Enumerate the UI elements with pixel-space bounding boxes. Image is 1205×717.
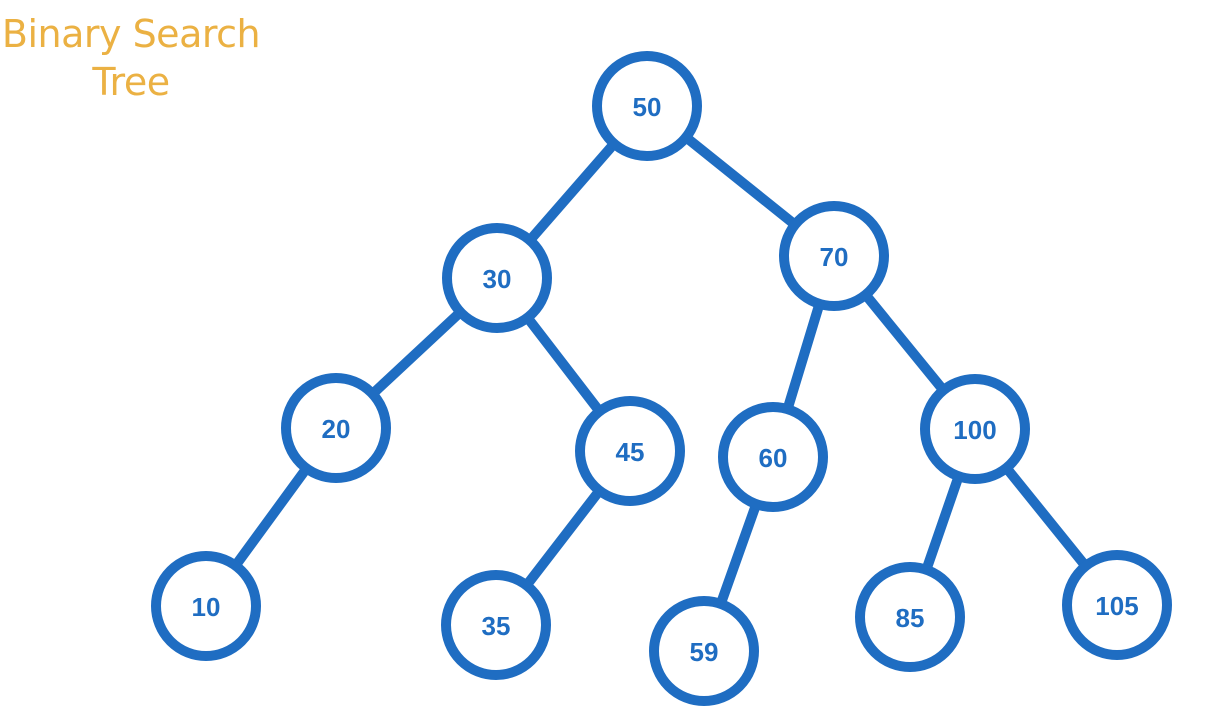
diagram-title: Binary Search Tree	[0, 10, 262, 106]
tree-node-50: 50	[592, 51, 702, 161]
tree-node-45: 45	[575, 396, 685, 506]
tree-node-10: 10	[151, 551, 261, 661]
node-circle	[779, 201, 889, 311]
tree-node-100: 100	[920, 374, 1030, 484]
node-label: 45	[616, 437, 645, 467]
tree-node-105: 105	[1062, 550, 1172, 660]
tree-node-59: 59	[649, 596, 759, 706]
node-circle	[718, 402, 828, 512]
node-circle	[575, 396, 685, 506]
node-label: 100	[953, 415, 996, 445]
node-circle	[649, 596, 759, 706]
node-circle	[442, 223, 552, 333]
tree-node-85: 85	[855, 562, 965, 672]
node-circle	[920, 374, 1030, 484]
node-label: 30	[483, 264, 512, 294]
node-label: 85	[896, 603, 925, 633]
node-label: 60	[759, 443, 788, 473]
tree-node-35: 35	[441, 570, 551, 680]
node-label: 10	[192, 592, 221, 622]
diagram-title-line-1: Binary Search	[1, 12, 261, 56]
node-circle	[151, 551, 261, 661]
node-circle	[855, 562, 965, 672]
node-circle	[592, 51, 702, 161]
node-label: 105	[1095, 591, 1138, 621]
node-label: 59	[690, 637, 719, 667]
tree-nodes: 50 30 70 20 45 60 100 10 35 59 85 105	[151, 51, 1172, 706]
node-label: 70	[820, 242, 849, 272]
node-label: 35	[482, 611, 511, 641]
tree-node-30: 30	[442, 223, 552, 333]
node-circle	[441, 570, 551, 680]
tree-node-70: 70	[779, 201, 889, 311]
node-circle	[281, 373, 391, 483]
node-circle	[1062, 550, 1172, 660]
node-label: 50	[633, 92, 662, 122]
node-label: 20	[322, 414, 351, 444]
tree-node-60: 60	[718, 402, 828, 512]
diagram-title-line-2: Tree	[92, 60, 170, 104]
tree-node-20: 20	[281, 373, 391, 483]
